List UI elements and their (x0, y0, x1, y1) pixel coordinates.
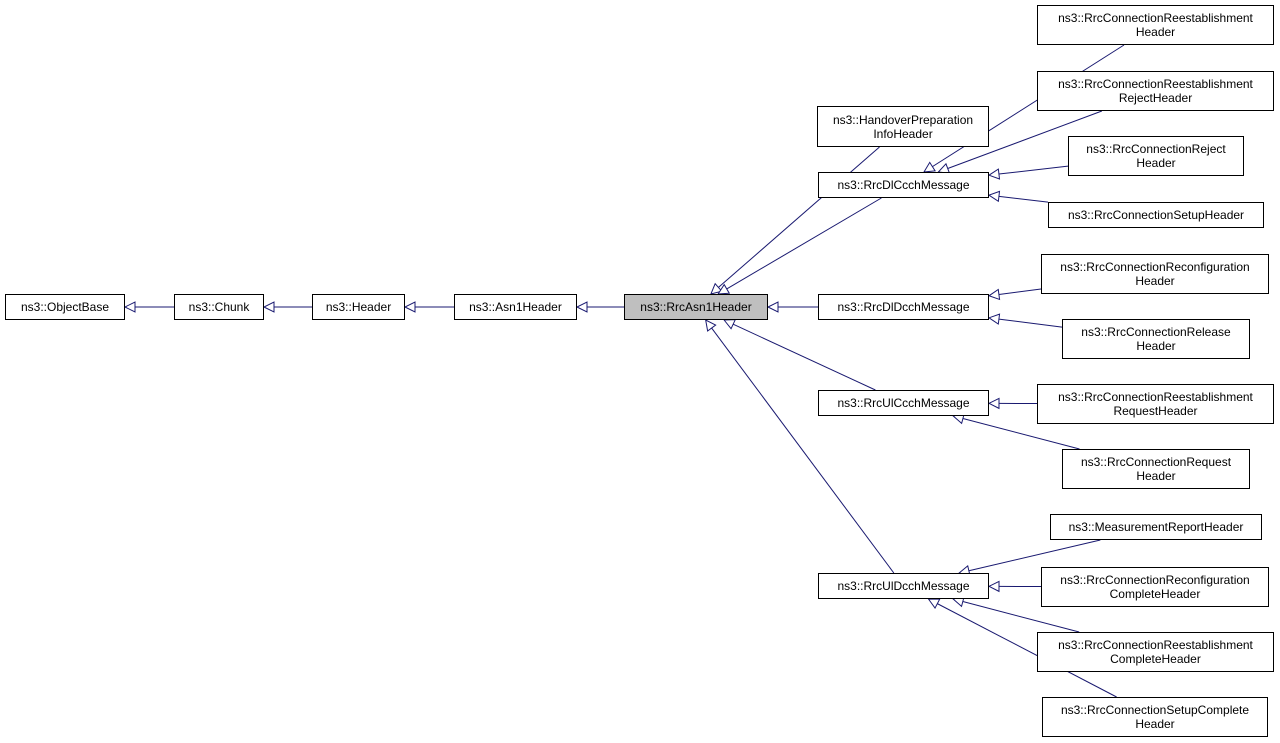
node-label-line-2: RequestHeader (1113, 404, 1198, 418)
node-rrc-connection-reject-header[interactable]: ns3::RrcConnectionReject Header (1068, 136, 1244, 176)
node-label: ns3::RrcDlDcchMessage (837, 300, 970, 314)
node-rrc-connection-reestablishment-reject-header[interactable]: ns3::RrcConnectionReestablishment Reject… (1037, 71, 1274, 111)
node-rrc-asn1-header: ns3::RrcAsn1Header (624, 294, 768, 320)
node-object-base[interactable]: ns3::ObjectBase (5, 294, 125, 320)
edge-conn_setup-to-rrc_dl_ccch (998, 195, 1049, 203)
node-label-line-1: ns3::RrcConnectionReconfiguration (1060, 260, 1250, 274)
node-rrc-connection-reconfiguration-complete-header[interactable]: ns3::RrcConnectionReconfiguration Comple… (1041, 567, 1269, 607)
node-handover-preparation-info-header[interactable]: ns3::HandoverPreparation InfoHeader (817, 106, 989, 147)
edge-meas_report-to-rrc_ul_dcch (968, 539, 1101, 572)
node-label: ns3::Chunk (188, 300, 250, 314)
edge-setup_complete-to-rrc_ul_dcch (937, 603, 1117, 698)
node-label-line-1: ns3::RrcConnectionRequest (1080, 455, 1232, 469)
arrowhead-rrc_asn1_header-to-asn1_header (575, 301, 588, 313)
node-label-line-1: ns3::RrcConnectionReestablishment (1058, 11, 1253, 25)
node-label-line-2: CompleteHeader (1109, 587, 1201, 601)
arrowhead-rrc_ul_dcch-to-rrc_asn1_header (705, 319, 717, 332)
node-label-line-1: ns3::RrcConnectionReestablishment (1058, 638, 1253, 652)
node-label: ns3::Header (325, 300, 392, 314)
edge-conn_reject-to-rrc_dl_ccch (998, 165, 1069, 175)
node-label-line-2: Header (1135, 25, 1176, 39)
node-rrc-connection-setup-header[interactable]: ns3::RrcConnectionSetupHeader (1048, 202, 1264, 228)
node-label-line-2: Header (1135, 274, 1175, 288)
node-label: ns3::RrcAsn1Header (640, 300, 752, 314)
node-rrc-connection-setup-complete-header[interactable]: ns3::RrcConnectionSetupComplete Header (1042, 697, 1268, 737)
arrowhead-rrc_ul_ccch-to-rrc_asn1_header (723, 319, 737, 330)
node-label-line-1: ns3::RrcConnectionReestablishment (1058, 77, 1253, 91)
node-chunk[interactable]: ns3::Chunk (174, 294, 264, 320)
arrowhead-asn1_header-to-header (403, 301, 416, 313)
node-label: ns3::RrcDlCcchMessage (837, 178, 970, 192)
arrowhead-reestab_request-to-rrc_ul_ccch (987, 397, 1000, 410)
arrowhead-release-to-rrc_dl_dcch (987, 313, 1001, 325)
node-header[interactable]: ns3::Header (312, 294, 405, 320)
edge-handover_prep-to-rrc_asn1_header (718, 146, 880, 288)
node-label-line-2: Header (1136, 339, 1176, 353)
node-label-line-2: Header (1136, 469, 1176, 483)
node-rrc-connection-reestablishment-request-header[interactable]: ns3::RrcConnectionReestablishment Reques… (1037, 384, 1274, 424)
node-rrc-connection-request-header[interactable]: ns3::RrcConnectionRequest Header (1062, 449, 1250, 489)
node-label: ns3::ObjectBase (20, 300, 110, 314)
node-label-line-1: ns3::RrcConnectionReconfiguration (1060, 573, 1250, 587)
arrowhead-setup_complete-to-rrc_ul_dcch (927, 598, 941, 610)
node-label-line-1: ns3::RrcConnectionSetupComplete (1060, 703, 1250, 717)
arrowhead-rrc_dl_dcch-to-rrc_asn1_header (766, 301, 779, 313)
arrowhead-reconfig_complete-to-rrc_ul_dcch (987, 580, 1000, 593)
node-label: ns3::Asn1Header (469, 300, 562, 314)
node-label-line-2: InfoHeader (873, 126, 933, 141)
node-rrc-ul-ccch-message[interactable]: ns3::RrcUlCcchMessage (818, 390, 989, 416)
node-label-line-2: Header (1136, 156, 1176, 170)
edge-rrc_ul_ccch-to-rrc_asn1_header (732, 323, 876, 391)
node-rrc-dl-ccch-message[interactable]: ns3::RrcDlCcchMessage (818, 172, 989, 198)
node-rrc-connection-release-header[interactable]: ns3::RrcConnectionRelease Header (1062, 319, 1250, 359)
edge-reconfig-to-rrc_dl_dcch (998, 288, 1042, 295)
edge-release-to-rrc_dl_dcch (998, 318, 1063, 328)
edge-reestab_reject-to-rrc_dl_ccch (947, 110, 1103, 169)
node-label: ns3::RrcConnectionSetupHeader (1067, 208, 1245, 222)
node-label-line-1: ns3::RrcConnectionReject (1086, 142, 1226, 156)
node-rrc-connection-reconfiguration-header[interactable]: ns3::RrcConnectionReconfiguration Header (1041, 254, 1269, 294)
node-label-line-1: ns3::RrcConnectionReestablishment (1058, 390, 1253, 404)
node-label: ns3::RrcUlCcchMessage (837, 396, 970, 410)
arrowhead-reconfig-to-rrc_dl_dcch (987, 288, 1001, 301)
arrowhead-conn_reject-to-rrc_dl_ccch (987, 168, 1001, 180)
node-label-line-1: ns3::RrcConnectionRelease (1081, 325, 1231, 339)
node-label-line-2: CompleteHeader (1110, 652, 1201, 666)
node-rrc-dl-dcch-message[interactable]: ns3::RrcDlDcchMessage (818, 294, 989, 320)
node-label-line-1: ns3::HandoverPreparation (832, 112, 974, 127)
arrowhead-rrc_dl_ccch-to-rrc_asn1_header (717, 283, 731, 295)
node-measurement-report-header[interactable]: ns3::MeasurementReportHeader (1050, 514, 1262, 540)
arrowhead-handover_prep-to-rrc_asn1_header (710, 282, 723, 295)
node-label-line-2: Header (1135, 717, 1175, 731)
node-label-line-2: RejectHeader (1118, 91, 1193, 105)
arrowhead-header-to-chunk (262, 301, 275, 313)
edge-rrc_ul_dcch-to-rrc_asn1_header (711, 327, 895, 574)
node-label: ns3::RrcUlDcchMessage (837, 579, 970, 593)
node-rrc-ul-dcch-message[interactable]: ns3::RrcUlDcchMessage (818, 573, 989, 599)
arrowhead-conn_setup-to-rrc_dl_ccch (987, 190, 1001, 203)
arrowhead-reestab_header-to-rrc_dl_ccch (923, 161, 936, 173)
node-rrc-connection-reestablishment-header[interactable]: ns3::RrcConnectionReestablishment Header (1037, 5, 1274, 45)
edge-reestab_complete-to-rrc_ul_dcch (962, 601, 1080, 633)
node-rrc-connection-reestablishment-complete-header[interactable]: ns3::RrcConnectionReestablishment Comple… (1037, 632, 1274, 672)
edge-conn_request-to-rrc_ul_ccch (962, 418, 1080, 450)
edge-rrc_dl_ccch-to-rrc_asn1_header (726, 197, 882, 290)
node-asn1-header[interactable]: ns3::Asn1Header (454, 294, 577, 320)
node-label: ns3::MeasurementReportHeader (1068, 520, 1244, 534)
arrowhead-chunk-to-object_base (123, 301, 136, 313)
